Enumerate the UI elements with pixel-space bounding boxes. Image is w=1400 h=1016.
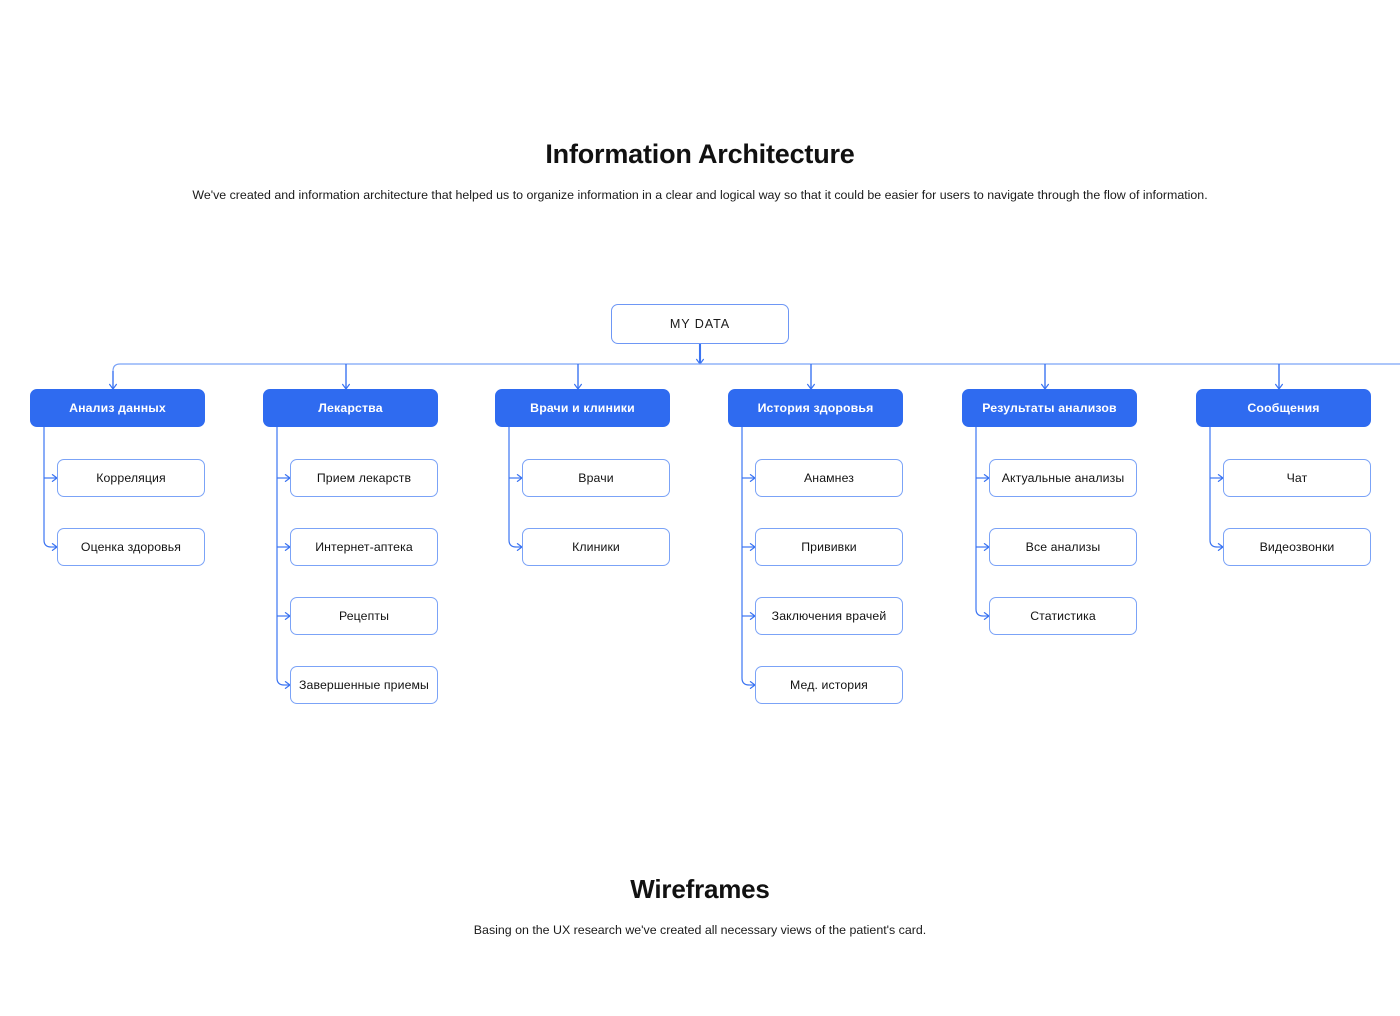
wireframes-subtitle: Basing on the UX research we've created … (473, 923, 927, 938)
root-node-my-data[interactable]: MY DATA (611, 304, 789, 344)
information-architecture-header: Information Architecture We've created a… (0, 138, 1400, 206)
category-анализ-данных[interactable]: Анализ данных (30, 389, 205, 427)
leaf-завершенные-приемы-label: Завершенные приемы (298, 677, 430, 692)
leaf-клиники[interactable]: Клиники (522, 528, 670, 566)
category-сообщения-label: Сообщения (1247, 400, 1320, 415)
leaf-корреляция-label: Корреляция (96, 470, 166, 485)
leaf-клиники-label: Клиники (572, 539, 620, 554)
category-история-здоровья-label: История здоровья (757, 400, 874, 415)
leaf-рецепты[interactable]: Рецепты (290, 597, 438, 635)
leaf-статистика[interactable]: Статистика (989, 597, 1137, 635)
leaf-прием-лекарств[interactable]: Прием лекарств (290, 459, 438, 497)
leaf-чат[interactable]: Чат (1223, 459, 1371, 497)
leaf-все-анализы-label: Все анализы (1025, 539, 1101, 554)
page-title: Information Architecture (545, 139, 855, 169)
wireframes-header: Wireframes Basing on the UX research we'… (0, 874, 1400, 941)
leaf-интернет-аптека[interactable]: Интернет-аптека (290, 528, 438, 566)
leaf-оценка-здоровья-label: Оценка здоровья (80, 539, 182, 554)
leaf-рецепты-label: Рецепты (338, 608, 390, 623)
leaf-видеозвонки[interactable]: Видеозвонки (1223, 528, 1371, 566)
leaf-врачи[interactable]: Врачи (522, 459, 670, 497)
category-сообщения[interactable]: Сообщения (1196, 389, 1371, 427)
category-врачи-и-клиники-label: Врачи и клиники (530, 400, 635, 415)
root-node-my-data-label: MY DATA (669, 316, 731, 331)
leaf-прививки-label: Прививки (801, 539, 857, 554)
leaf-чат-label: Чат (1286, 470, 1308, 485)
leaf-мед-история[interactable]: Мед. история (755, 666, 903, 704)
leaf-анамнез-label: Анамнез (804, 470, 854, 485)
leaf-корреляция[interactable]: Корреляция (57, 459, 205, 497)
category-лекарства-label: Лекарства (318, 400, 383, 415)
leaf-видеозвонки-label: Видеозвонки (1259, 539, 1335, 554)
leaf-статистика-label: Статистика (1030, 608, 1096, 623)
category-анализ-данных-label: Анализ данных (69, 400, 166, 415)
leaf-актуальные-анализы[interactable]: Актуальные анализы (989, 459, 1137, 497)
leaf-актуальные-анализы-label: Актуальные анализы (1001, 470, 1125, 485)
page-subtitle: We've created and information architectu… (192, 188, 1208, 203)
leaf-интернет-аптека-label: Интернет-аптека (315, 539, 413, 554)
wireframes-title: Wireframes (630, 874, 770, 904)
category-история-здоровья[interactable]: История здоровья (728, 389, 903, 427)
leaf-прививки[interactable]: Прививки (755, 528, 903, 566)
leaf-анамнез[interactable]: Анамнез (755, 459, 903, 497)
leaf-оценка-здоровья[interactable]: Оценка здоровья (57, 528, 205, 566)
leaf-прием-лекарств-label: Прием лекарств (316, 470, 412, 485)
leaf-все-анализы[interactable]: Все анализы (989, 528, 1137, 566)
category-лекарства[interactable]: Лекарства (263, 389, 438, 427)
category-результаты-анализов[interactable]: Результаты анализов (962, 389, 1137, 427)
leaf-завершенные-приемы[interactable]: Завершенные приемы (290, 666, 438, 704)
leaf-заключения-врачей[interactable]: Заключения врачей (755, 597, 903, 635)
category-врачи-и-клиники[interactable]: Врачи и клиники (495, 389, 670, 427)
category-результаты-анализов-label: Результаты анализов (982, 400, 1117, 415)
leaf-заключения-врачей-label: Заключения врачей (771, 608, 887, 623)
leaf-мед-история-label: Мед. история (790, 677, 868, 692)
leaf-врачи-label: Врачи (578, 470, 614, 485)
